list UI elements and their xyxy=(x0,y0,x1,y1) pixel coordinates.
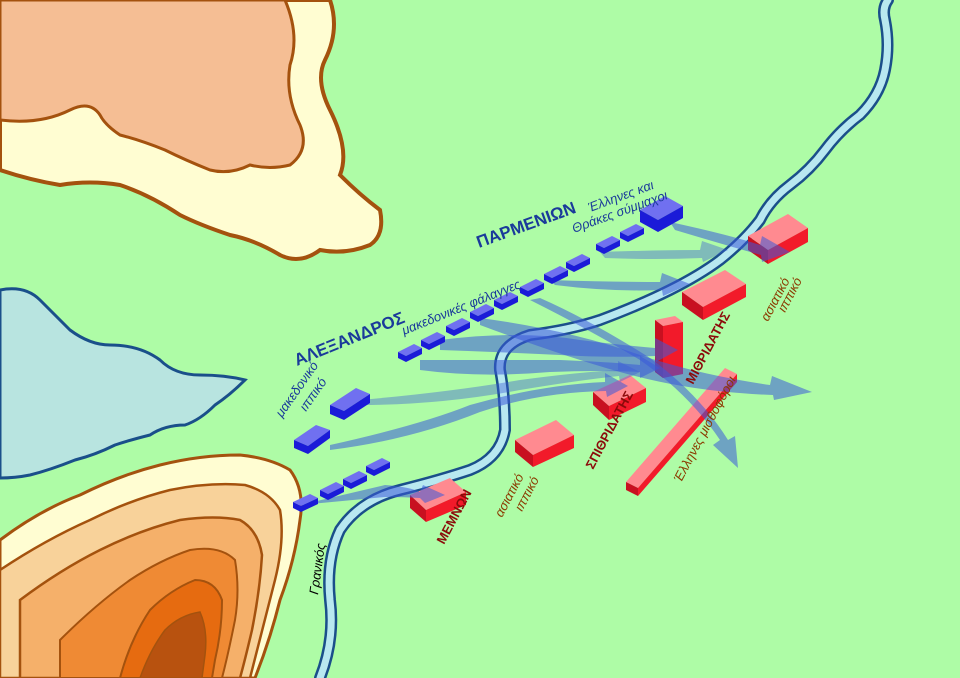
mac-allies-block xyxy=(640,196,683,232)
persian-unit-asian-cavalry-center xyxy=(515,420,574,467)
arrow-cavalry-spithridates xyxy=(330,373,628,450)
persian-unit-spithridates xyxy=(593,375,646,420)
attack-arrows xyxy=(300,222,812,505)
arrow-parmenion-3 xyxy=(670,222,790,262)
label-river: Γρανικός xyxy=(306,542,328,596)
mac-phalanx-line xyxy=(398,224,644,362)
persian-unit-greek-mercenaries xyxy=(626,368,737,496)
mac-cavalry-1 xyxy=(294,425,330,454)
mac-cavalry-2 xyxy=(330,388,370,420)
macedonian-units xyxy=(293,196,683,512)
arrow-left-wing xyxy=(300,485,445,505)
persian-unit-asian-cavalry-right-1 xyxy=(682,270,746,320)
mac-left-blocks xyxy=(293,458,390,512)
sea xyxy=(0,287,248,480)
arrow-phalanx-a xyxy=(360,361,640,405)
northwest-hills xyxy=(0,0,384,261)
arrow-parmenion-1 xyxy=(550,273,690,296)
arrow-parmenion-2 xyxy=(600,241,728,262)
arrow-phalanx-b xyxy=(420,356,660,378)
river-granikos xyxy=(314,0,894,678)
southwest-mountain xyxy=(0,453,303,678)
